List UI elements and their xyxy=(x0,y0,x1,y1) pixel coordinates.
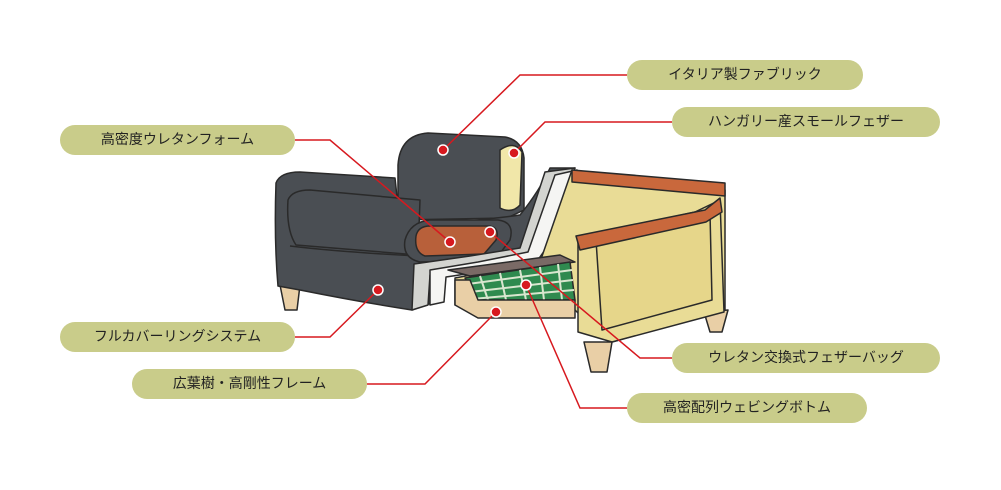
seat-urethane-core xyxy=(414,225,498,257)
leader-webbing xyxy=(525,284,627,409)
armrest-top-back xyxy=(571,169,726,197)
leader-feather xyxy=(513,121,672,154)
marker-feather xyxy=(508,147,520,159)
leader-foam xyxy=(295,139,451,243)
callout-webbing-bottom: 高密配列ウェビングボトム xyxy=(627,393,867,423)
marker-fabric xyxy=(437,144,449,156)
leader-fullcov xyxy=(295,289,379,338)
back-cushion xyxy=(397,132,525,221)
marker-webbing xyxy=(520,279,532,291)
marker-frame xyxy=(490,306,502,318)
callout-italian-fabric: イタリア製ファブリック xyxy=(627,60,863,90)
callout-full-covering: フルカバーリングシステム xyxy=(60,322,295,352)
callout-hardwood-frame: 広葉樹・高剛性フレーム xyxy=(132,369,367,399)
sofa-leg-front xyxy=(583,341,613,373)
left-arm-front xyxy=(286,189,421,256)
back-foam xyxy=(499,144,523,212)
leader-urethan xyxy=(489,231,672,359)
armrest-top-front xyxy=(575,197,723,251)
callout-urethane-feather-bag: ウレタン交換式フェザーバッグ xyxy=(672,343,940,373)
marker-urethan xyxy=(484,226,496,238)
callout-high-density-foam: 高密度ウレタンフォーム xyxy=(60,125,295,155)
leader-frame xyxy=(367,311,497,385)
callout-hungarian-feather: ハンガリー産スモールフェザー xyxy=(672,107,940,137)
front-seat-rail xyxy=(454,279,576,319)
leader-fabric xyxy=(442,74,627,151)
marker-foam xyxy=(444,236,456,248)
marker-fullcov xyxy=(372,284,384,296)
